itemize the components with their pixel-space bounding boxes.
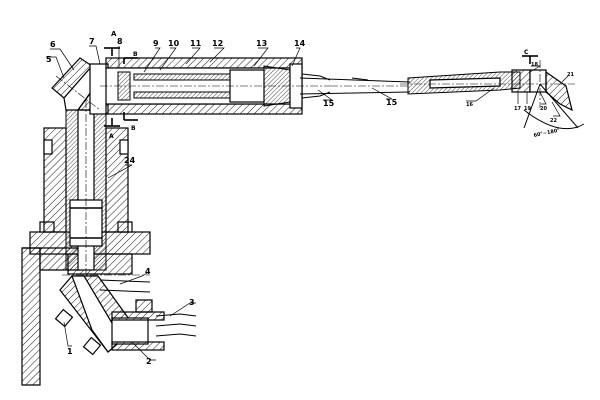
part-label-5: 5 [46,55,52,64]
part-label-13: 13 [256,39,267,48]
part-label-7: 7 [89,37,95,46]
part-label-3: 3 [189,298,195,307]
section-mark-c: C [524,49,529,56]
part-label-15-left: 15 [323,99,335,108]
part-label-11: 11 [190,39,202,48]
leader-lines [46,45,569,361]
part-label-15-right: 15 [386,98,398,107]
top-elbow [51,57,113,115]
vertical-column [43,86,150,300]
part-label-17: 17 [514,106,521,112]
part-label-20: 20 [540,106,547,112]
part-label-19: 19 [524,106,531,112]
part-label-10: 10 [168,39,180,48]
part-label-18: 18 [531,62,538,68]
part-label-12: 12 [212,39,223,48]
part-label-6: 6 [50,40,56,49]
part-label-14: 14 [294,39,306,48]
part-label-16: 16 [466,102,473,108]
section-mark-b-top: B [133,51,138,58]
part-label-8: 8 [117,37,123,46]
part-number-labels: 6 5 7 8 9 10 11 12 13 14 15 15 16 17 18 … [46,37,574,366]
section-mark-a-bottom: A [109,133,114,140]
part-label-2: 2 [146,357,152,366]
section-mark-a-top: A [111,30,117,38]
part-label-21: 21 [567,72,574,78]
section-mark-b-bottom: B [131,125,136,132]
horizontal-arm [100,47,331,127]
part-label-22: 22 [550,118,557,124]
section-marks: A B B A C [109,30,529,140]
part-label-4: 4 [145,267,151,276]
part-label-1: 1 [67,347,73,356]
part-label-9: 9 [153,39,159,48]
part-label-24: 24 [124,156,136,165]
torch-head [400,55,585,130]
angle-range-label: 60°~180° [533,127,561,139]
cable [299,77,411,95]
lower-elbow [54,275,197,356]
